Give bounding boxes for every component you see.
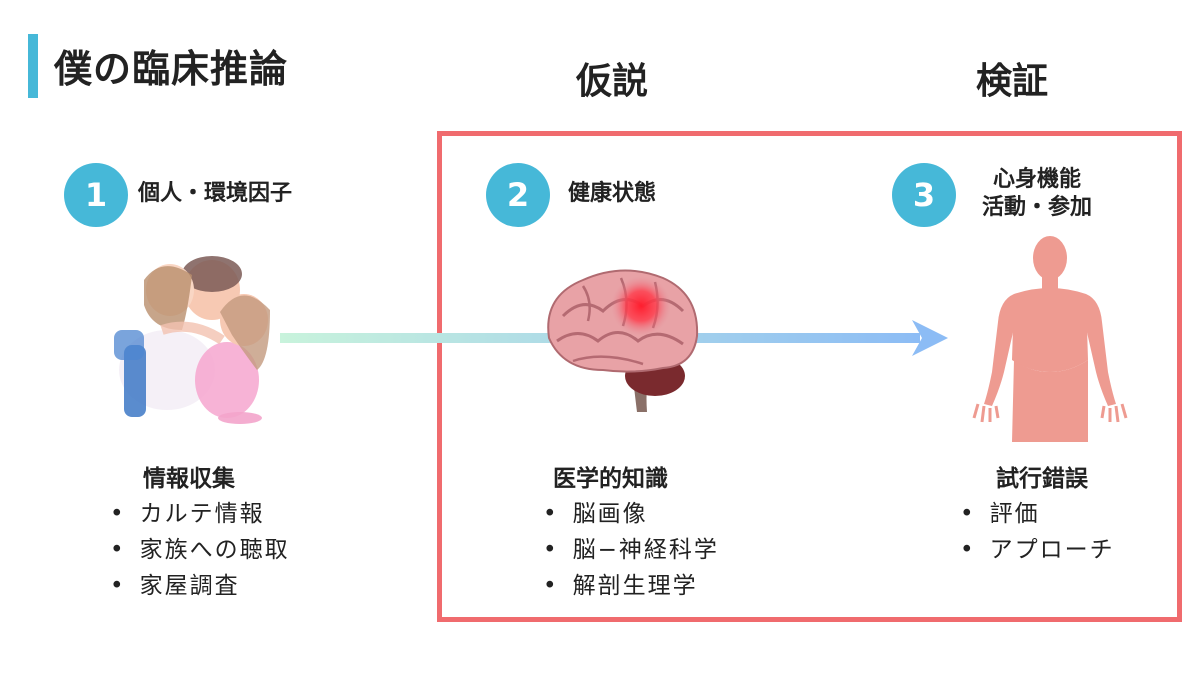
title-accent-bar [28, 34, 38, 98]
list-item: 評価 [960, 496, 1115, 532]
list-item: アプローチ [960, 532, 1115, 568]
step-number-badge-3: 3 [892, 163, 956, 227]
list-item: 脳画像 [543, 496, 719, 532]
step-label-3-line2: 活動・参加 [982, 195, 1093, 220]
hypothesis-verification-frame [437, 131, 1182, 622]
step-number-badge-2: 2 [486, 163, 550, 227]
human-body-illustration-icon [972, 236, 1128, 442]
brain-lesion-hotspot [611, 276, 671, 336]
flow-arrow-head [912, 320, 948, 356]
phase-label-verification: 検証 [976, 61, 1049, 102]
section-list-medical-knowledge: 脳画像 脳−神経科学 解剖生理学 [543, 496, 719, 604]
step-label-1-line1: 個人・環境因子 [138, 181, 293, 206]
section-heading-trial-and-error: 試行錯誤 [996, 466, 1088, 492]
page-title: 僕の臨床推論 [54, 47, 289, 91]
list-item: 脳−神経科学 [543, 532, 719, 568]
step-label-3-line1: 心身機能 [993, 167, 1082, 192]
phase-label-hypothesis: 仮説 [576, 61, 649, 102]
step-label-1: 個人・環境因子 [138, 180, 292, 208]
brain-illustration-icon [547, 269, 699, 412]
step-label-3: 心身機能 活動・参加 [982, 166, 1092, 222]
step-number-badge-1: 1 [64, 163, 128, 227]
family-illustration-icon [114, 256, 270, 424]
list-item: 家屋調査 [110, 568, 290, 604]
section-heading-information-gathering: 情報収集 [143, 466, 235, 492]
list-item: カルテ情報 [110, 496, 290, 532]
step-label-2-line1: 健康状態 [568, 181, 657, 206]
section-list-trial-and-error: 評価 アプローチ [960, 496, 1115, 568]
list-item: 家族への聴取 [110, 532, 290, 568]
section-list-information-gathering: カルテ情報 家族への聴取 家屋調査 [110, 496, 290, 604]
list-item: 解剖生理学 [543, 568, 719, 604]
step-label-2: 健康状態 [568, 180, 656, 208]
section-heading-medical-knowledge: 医学的知識 [553, 466, 668, 492]
